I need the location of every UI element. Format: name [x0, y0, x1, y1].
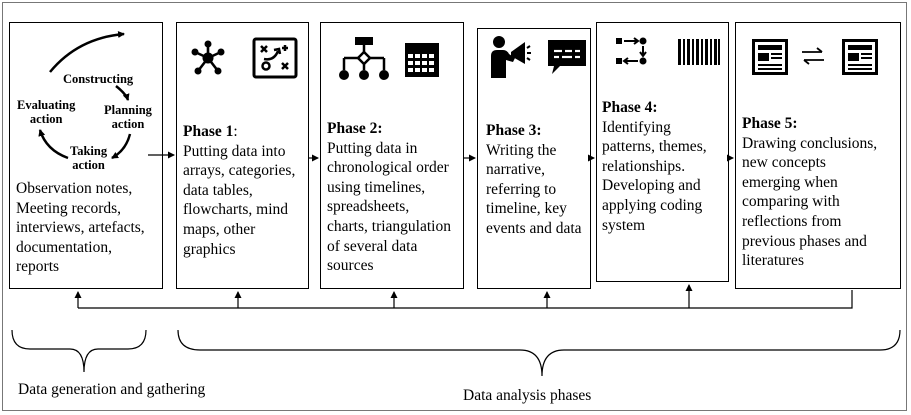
- phase-5-text: Phase 5: Drawing conclusions, new concep…: [742, 115, 878, 270]
- gathering-brace: [11, 329, 147, 373]
- analysis-label: Data analysis phases: [463, 387, 592, 404]
- phase-2-text: Phase 2: Putting data in chronological o…: [327, 120, 451, 275]
- barcode-icon: [678, 39, 720, 65]
- connections-icon: [616, 37, 647, 65]
- newspaper-icon: [752, 39, 788, 75]
- phase-2-title: Phase 2:: [327, 120, 383, 137]
- data-sources-text: Observation notes, Meeting records, inte…: [16, 180, 145, 276]
- phase-1-title: Phase 1: [183, 123, 234, 140]
- phase-3-text: Phase 3: Writing the narrative, referrin…: [486, 122, 582, 237]
- speaker-megaphone-icon: [491, 36, 531, 78]
- action-cycle: [38, 31, 132, 160]
- phase-4-text: Phase 4: Identifying patterns, themes, r…: [602, 99, 707, 234]
- phase-3-title: Phase 3:: [486, 122, 542, 139]
- analysis-brace: [177, 329, 901, 377]
- feedback-loop: [74, 284, 853, 309]
- phase-4-box: [596, 22, 729, 282]
- phase-5-title: Phase 5:: [742, 115, 798, 132]
- network-icon: [191, 40, 225, 75]
- phase-4-title: Phase 4:: [602, 99, 658, 116]
- phase-1-box: [176, 22, 309, 289]
- chat-bubble-icon: [548, 40, 586, 74]
- cycle-label-constructing: Constructing: [63, 72, 134, 86]
- calendar-icon: [405, 43, 439, 77]
- flowchart-icon: [339, 37, 389, 80]
- newspaper-icon-2: [842, 39, 878, 75]
- gathering-label: Data generation and gathering: [18, 381, 206, 398]
- phase-arrows: [148, 151, 734, 162]
- data-gathering-box: [9, 22, 163, 289]
- swap-arrows-icon: [802, 47, 824, 65]
- phase-1-text: Phase 1: Putting data into arrays, categ…: [183, 123, 296, 258]
- diagram-frame: [2, 2, 907, 411]
- strategy-board-icon: [252, 37, 298, 79]
